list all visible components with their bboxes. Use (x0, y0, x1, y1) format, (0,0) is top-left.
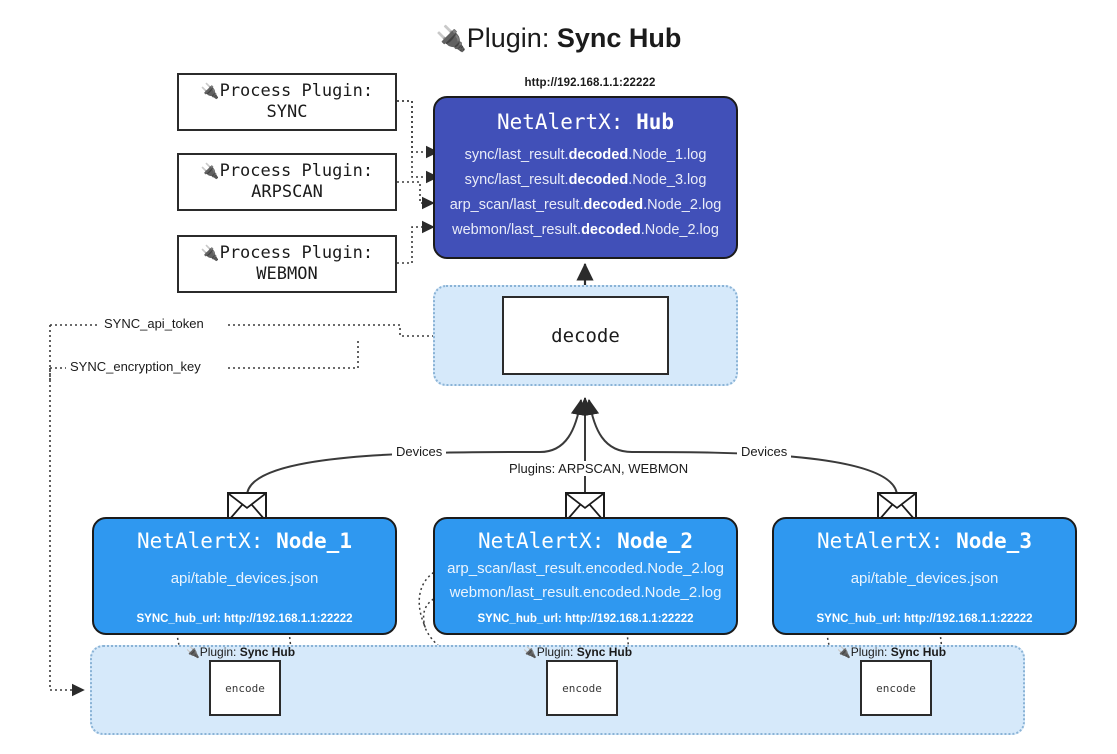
node-title-prefix: NetAlertX: (137, 529, 264, 553)
page-title: 🔌Plugin: Sync Hub (0, 16, 1117, 61)
process-plugin-line1: 🔌Process Plugin: (200, 81, 374, 101)
hub-title-prefix: NetAlertX: (496, 110, 624, 134)
node-hub-url: SYNC_hub_url: http://192.168.1.1:22222 (136, 613, 353, 625)
node-line-list: arp_scan/last_result.encoded.Node_2.log … (435, 557, 736, 605)
encode-box-node-3[interactable]: encode (860, 660, 932, 716)
node-title-prefix: NetAlertX: (817, 529, 944, 553)
node-title: NetAlertX: Node_2 (435, 529, 736, 553)
edge-label-devices-left: Devices (392, 444, 447, 459)
process-plugin-box-sync[interactable]: 🔌Process Plugin: SYNC (177, 73, 397, 131)
hub-log-line: arp_scan/last_result.decoded.Node_2.log (449, 197, 722, 213)
hub-log-line: sync/last_result.decoded.Node_1.log (464, 147, 707, 163)
encode-box-node-2[interactable]: encode (546, 660, 618, 716)
node-hub-url: SYNC_hub_url: http://192.168.1.1:22222 (816, 613, 1033, 625)
electric-plug-icon: 🔌 (186, 647, 200, 659)
process-plugin-box-webmon[interactable]: 🔌Process Plugin: WEBMON (177, 235, 397, 293)
node-title-prefix: NetAlertX: (478, 529, 605, 553)
electric-plug-icon: 🔌 (435, 25, 467, 53)
process-plugin-line2: WEBMON (256, 264, 318, 284)
node-title: NetAlertX: Node_3 (774, 529, 1075, 553)
process-plugin-line2: SYNC (266, 102, 308, 122)
node-line: api/table_devices.json (850, 570, 999, 587)
node-title-name: Node_3 (956, 529, 1032, 553)
process-plugin-line1: 🔌Process Plugin: (200, 243, 374, 263)
node-line: arp_scan/last_result.encoded.Node_2.log (447, 560, 724, 577)
encoder-caption: 🔌Plugin: Sync Hub (837, 645, 947, 659)
hub-log-list: sync/last_result.decoded.Node_1.log sync… (435, 143, 736, 243)
hub-node[interactable]: NetAlertX: Hub sync/last_result.decoded.… (433, 96, 738, 259)
hub-url-label: http://192.168.1.1:22222 (524, 77, 656, 89)
hub-log-line: webmon/last_result.decoded.Node_2.log (452, 222, 719, 238)
node-title-name: Node_2 (617, 529, 693, 553)
hub-title: NetAlertX: Hub (435, 110, 736, 134)
hub-title-name: Hub (636, 110, 675, 134)
electric-plug-icon: 🔌 (837, 647, 851, 659)
electric-plug-icon: 🔌 (200, 162, 220, 180)
encoder-caption: 🔌Plugin: Sync Hub (523, 645, 633, 659)
edge-label-devices-right: Devices (737, 444, 792, 459)
node-line-list: api/table_devices.json (94, 567, 395, 591)
node-line-list: api/table_devices.json (774, 567, 1075, 591)
node-title-name: Node_1 (276, 529, 352, 553)
node-card-node-3[interactable]: NetAlertX: Node_3 api/table_devices.json… (772, 517, 1077, 635)
encode-box-node-1[interactable]: encode (209, 660, 281, 716)
decode-box[interactable]: decode (502, 296, 669, 375)
electric-plug-icon: 🔌 (200, 244, 220, 262)
hub-log-line: sync/last_result.decoded.Node_3.log (464, 172, 707, 188)
electric-plug-icon: 🔌 (200, 82, 220, 100)
process-plugin-line2: ARPSCAN (251, 182, 323, 202)
node-line: api/table_devices.json (170, 570, 319, 587)
node-title: NetAlertX: Node_1 (94, 529, 395, 553)
node-hub-url: SYNC_hub_url: http://192.168.1.1:22222 (477, 613, 694, 625)
page-title-label: Plugin: (466, 23, 550, 53)
node-card-node-1[interactable]: NetAlertX: Node_1 api/table_devices.json… (92, 517, 397, 635)
node-line: webmon/last_result.encoded.Node_2.log (449, 584, 722, 601)
edge-label-plugins-center: Plugins: ARPSCAN, WEBMON (505, 461, 693, 476)
process-plugin-box-arpscan[interactable]: 🔌Process Plugin: ARPSCAN (177, 153, 397, 211)
encoder-caption: 🔌Plugin: Sync Hub (186, 645, 296, 659)
node-card-node-2[interactable]: NetAlertX: Node_2 arp_scan/last_result.e… (433, 517, 738, 635)
sync-api-token-label: SYNC_api_token (100, 316, 208, 331)
electric-plug-icon: 🔌 (523, 647, 537, 659)
sync-encryption-key-label: SYNC_encryption_key (66, 359, 205, 374)
process-plugin-line1: 🔌Process Plugin: (200, 161, 374, 181)
page-title-value: Sync Hub (556, 23, 682, 53)
